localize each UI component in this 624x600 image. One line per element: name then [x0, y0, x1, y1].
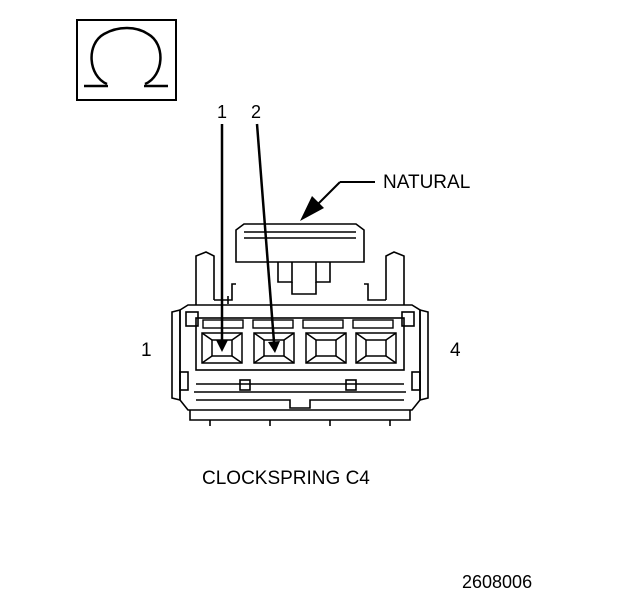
connector-name: CLOCKSPRING C4 — [202, 468, 370, 489]
pin-1-callout-arrow — [216, 124, 228, 352]
terminal-cavity-4 — [355, 332, 397, 364]
cavity-latches — [202, 319, 394, 329]
connector-body — [171, 223, 429, 426]
left-pin-number: 1 — [141, 340, 152, 361]
pin-2-callout-arrow — [255, 123, 280, 353]
natural-pointer-arrow — [300, 181, 375, 221]
figure-number: 2608006 — [462, 572, 533, 592]
pin-2-callout-label: 2 — [251, 102, 262, 122]
color-label: NATURAL — [383, 172, 471, 193]
ohm-icon — [84, 26, 168, 88]
ohm-symbol-box — [76, 19, 177, 101]
right-pin-number: 4 — [450, 340, 461, 361]
terminal-cavity-3 — [305, 332, 347, 364]
pin-1-callout-label: 1 — [217, 102, 228, 122]
